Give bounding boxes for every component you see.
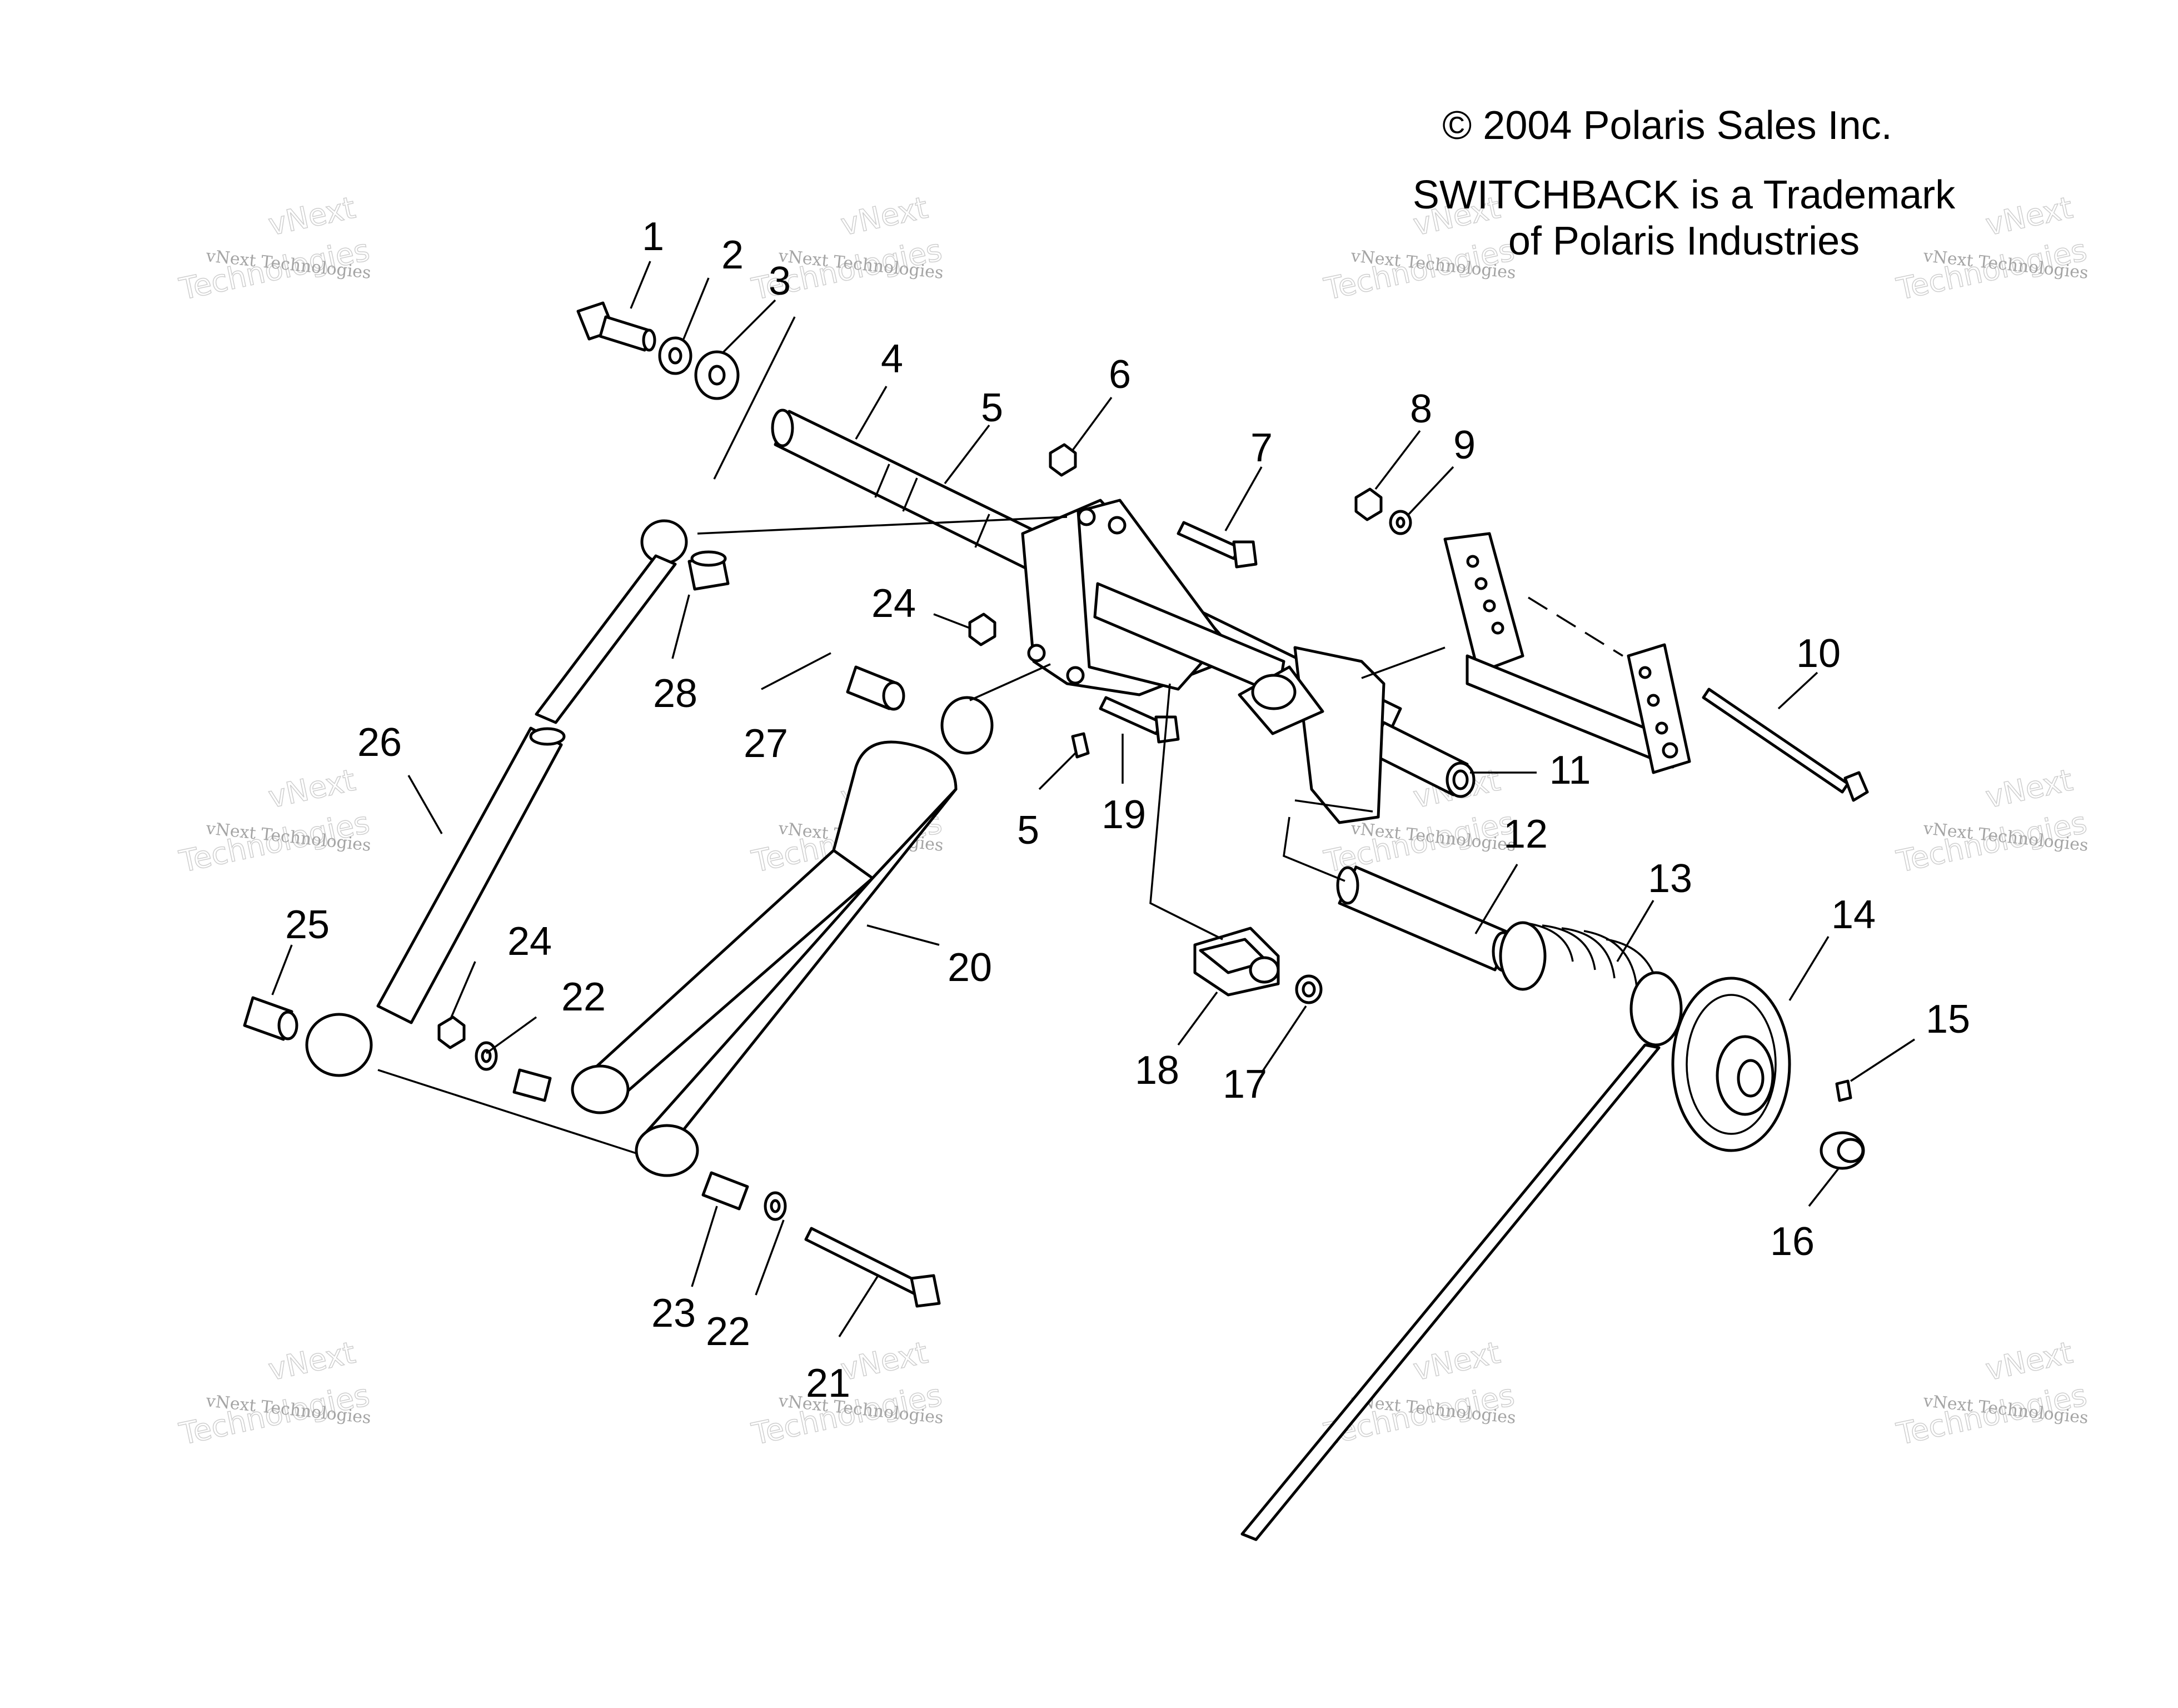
callout-27: 27	[744, 721, 788, 766]
callout-26: 26	[357, 720, 402, 765]
part-center-bracket	[1021, 499, 1285, 696]
part-12-tube	[1336, 865, 1515, 972]
part-14-pulley	[1671, 977, 1791, 1152]
callout-labels: 1 2 3 4 5 6 7 8 9 10 11 12 13 14 15 16 1…	[285, 215, 1970, 1406]
svg-text:vNext: vNext	[838, 1335, 930, 1387]
part-27-bushing	[846, 665, 905, 711]
svg-text:vNext: vNext	[1982, 763, 2075, 815]
part-8-nut	[1354, 487, 1383, 521]
watermark: vNext Technologies	[1893, 762, 2090, 880]
part-1-bolt	[576, 301, 656, 352]
callout-18: 18	[1135, 1048, 1179, 1093]
callout-7: 7	[1250, 426, 1273, 470]
callout-11: 11	[1549, 748, 1591, 793]
part-9-washer	[1389, 510, 1412, 535]
part-20-arm	[571, 696, 994, 1177]
leader-lines	[271, 261, 1915, 1337]
part-24-nut	[968, 613, 996, 646]
part-bushing	[512, 1068, 552, 1102]
callout-24: 24	[871, 581, 916, 626]
watermark: vNext Technologies	[176, 190, 373, 307]
callout-24-lower: 24	[507, 919, 552, 964]
callout-6: 6	[1109, 352, 1131, 397]
callout-3: 3	[769, 259, 791, 303]
callout-10: 10	[1796, 631, 1841, 676]
watermark: vNext Technologies	[1893, 1334, 2090, 1452]
callout-23: 23	[651, 1291, 696, 1336]
callout-15: 15	[1926, 997, 1970, 1042]
part-21-bolt	[804, 1227, 941, 1308]
part-17-washer	[1295, 974, 1323, 1004]
callout-1: 1	[642, 215, 664, 259]
callout-13: 13	[1648, 857, 1692, 901]
callout-17: 17	[1223, 1062, 1267, 1107]
callout-21: 21	[806, 1361, 850, 1406]
callout-5: 5	[981, 386, 1003, 430]
svg-text:vNext: vNext	[1982, 190, 2075, 242]
trademark-line-1: SWITCHBACK is a Trademark	[1413, 173, 1956, 217]
svg-text:vNext: vNext	[1410, 1335, 1503, 1387]
part-6-nut	[1049, 443, 1077, 477]
copyright-text: © 2004 Polaris Sales Inc.	[1442, 103, 1892, 148]
callout-28: 28	[653, 671, 697, 716]
callout-14: 14	[1831, 893, 1876, 937]
trademark-line-2: of Polaris Industries	[1508, 219, 1860, 263]
guide-lines	[377, 316, 1623, 1154]
svg-text:vNext: vNext	[265, 190, 358, 242]
callout-22-upper: 22	[561, 975, 606, 1019]
part-26-shock	[305, 519, 688, 1077]
callout-19: 19	[1102, 793, 1146, 837]
callout-2: 2	[721, 233, 744, 277]
part-23-bushing	[701, 1171, 749, 1211]
callout-12: 12	[1503, 812, 1548, 857]
callout-4: 4	[881, 337, 903, 381]
part-18-block	[1193, 927, 1280, 997]
callout-9: 9	[1453, 423, 1476, 467]
part-5-grease-fitting	[1071, 732, 1090, 759]
part-22-washer	[475, 1041, 498, 1071]
watermark: vNext Technologies	[176, 762, 373, 880]
part-24-nut-lower	[437, 1015, 466, 1049]
part-7-bolt	[1177, 521, 1258, 569]
svg-text:vNext: vNext	[265, 763, 358, 815]
part-10-bolt	[1702, 688, 1869, 802]
watermark: vNext Technologies	[176, 1334, 373, 1452]
callout-16: 16	[1770, 1219, 1815, 1264]
part-3-washer	[694, 350, 740, 400]
part-2-washer	[658, 336, 692, 375]
svg-text:vNext: vNext	[265, 1335, 358, 1387]
part-28-bushing	[687, 550, 730, 591]
part-15-set-screw	[1835, 1079, 1852, 1102]
svg-text:vNext: vNext	[1982, 1335, 2075, 1387]
part-pivot-arm	[1238, 646, 1385, 824]
callout-8: 8	[1410, 387, 1432, 431]
part-13-spring	[1240, 921, 1683, 1541]
part-22-washer-lower	[764, 1191, 787, 1221]
callout-5-lower: 5	[1017, 808, 1039, 853]
callout-20: 20	[948, 945, 992, 990]
svg-text:vNext: vNext	[838, 190, 930, 242]
part-spring-bracket	[1443, 532, 1691, 774]
callout-25: 25	[285, 903, 330, 947]
part-16-collar	[1820, 1131, 1865, 1170]
callout-22: 22	[706, 1309, 750, 1354]
part-19-bolt	[1099, 696, 1180, 744]
part-25-bushing	[243, 996, 298, 1041]
